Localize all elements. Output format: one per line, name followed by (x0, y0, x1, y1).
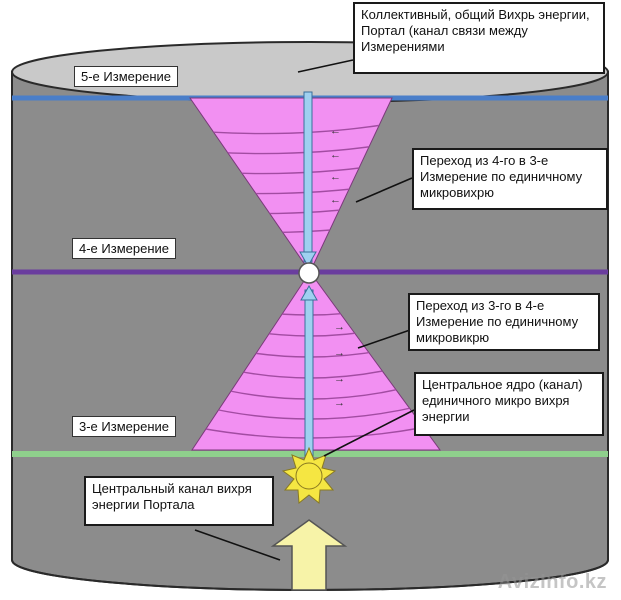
callout-transition-4-to-3: Переход из 4-го в 3-е Измерение по едини… (412, 148, 608, 210)
level-5d-label: 5-е Измерение (74, 66, 179, 87)
channel-down (303, 91, 313, 263)
svg-text:→: → (334, 397, 345, 409)
svg-text:←: ← (330, 149, 341, 161)
white-node-icon (298, 262, 320, 284)
channel-down-arrowhead (299, 251, 317, 268)
upper-vortex-cone (189, 97, 393, 273)
sun-icon (281, 446, 337, 504)
svg-text:←: ← (330, 194, 341, 206)
svg-text:→: → (334, 321, 345, 333)
svg-text:→: → (334, 373, 345, 385)
callout-central-channel: Центральный канал вихря энергии Портала (84, 476, 274, 526)
callout-portal-vortex: Коллективный, общий Вихрь энергии, Порта… (353, 2, 605, 74)
watermark-text: AvizInfo.kz (497, 571, 607, 593)
level-4d-label: 4-е Измерение (72, 238, 177, 259)
svg-text:←: ← (330, 125, 341, 137)
lower-vortex-cone (191, 271, 441, 451)
callout-transition-3-to-4: Переход из 3-го в 4-е Измерение по едини… (408, 293, 600, 351)
callout-pointers (194, 59, 415, 561)
svg-text:←: ← (330, 171, 341, 183)
lower-cone-arrows: → → → → (334, 321, 345, 409)
callout-central-core: Центральное ядро (канал) единичного микр… (414, 372, 604, 436)
svg-text:→: → (334, 347, 345, 359)
up-arrow-icon (270, 519, 348, 591)
level-3d-label: 3-е Измерение (72, 416, 177, 437)
channel-up-arrowhead (300, 284, 318, 301)
channel-up (304, 289, 314, 469)
upper-cone-arrows: ← ← ← ← (330, 125, 341, 206)
